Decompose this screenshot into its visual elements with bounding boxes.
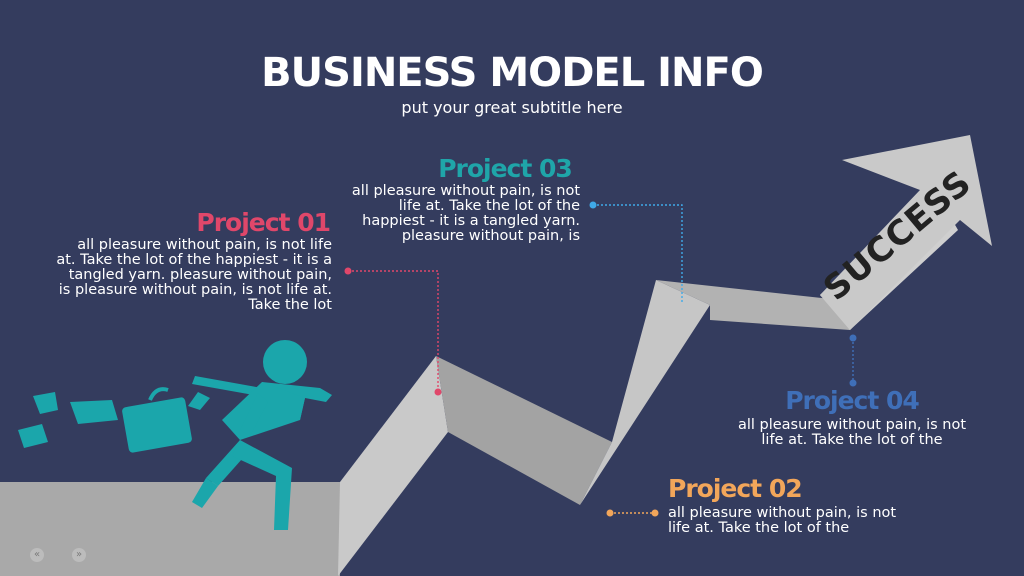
project-03-body: all pleasure without pain, is not life a… — [351, 183, 580, 244]
page-title: BUSINESS MODEL INFO — [261, 50, 764, 96]
project-02-title: Project 02 — [668, 474, 803, 503]
connector-project-04 — [849, 334, 857, 387]
arrow-label: SUCCESS — [816, 163, 979, 309]
project-03-title: Project 03 — [438, 154, 573, 183]
project-01-body: all pleasure without pain, is not life a… — [56, 237, 332, 313]
arrow-head — [820, 135, 992, 330]
project-02-body: all pleasure without pain, is not life a… — [668, 505, 897, 536]
arrow-segment-3 — [580, 280, 710, 505]
arrow-segment-1 — [338, 356, 448, 576]
fast-forward-icon: » — [75, 549, 83, 560]
prev-slide-button[interactable]: « — [30, 548, 44, 562]
page-subtitle: put your great subtitle here — [401, 98, 623, 117]
next-slide-button[interactable]: » — [72, 548, 86, 562]
arrow-segment-2 — [436, 356, 612, 505]
running-businessman-figure — [18, 340, 332, 530]
connector-project-01 — [344, 267, 442, 396]
project-01-title: Project 01 — [196, 208, 331, 237]
arrow-segment-4 — [656, 280, 850, 330]
project-04-title: Project 04 — [785, 386, 920, 415]
connector-project-02 — [606, 509, 659, 517]
rewind-icon: « — [33, 549, 41, 560]
connector-project-03 — [589, 201, 683, 302]
project-04-body: all pleasure without pain, is not life a… — [737, 417, 967, 448]
